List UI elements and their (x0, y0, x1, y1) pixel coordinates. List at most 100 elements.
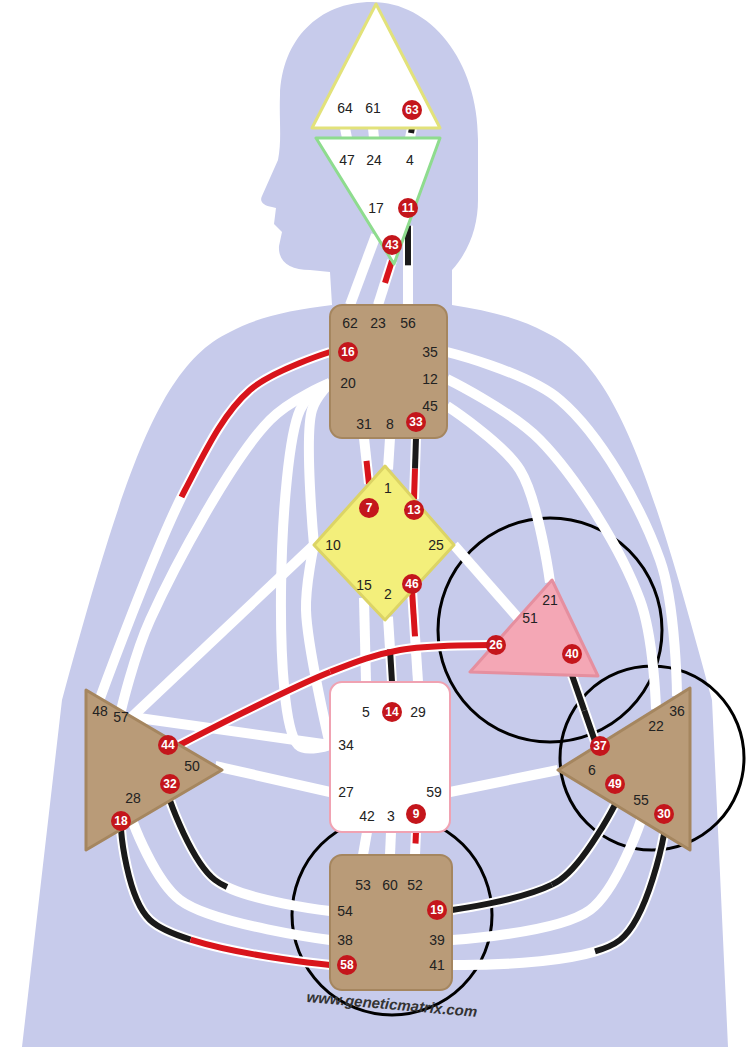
center-shape (330, 305, 447, 438)
channel (133, 822, 330, 940)
spleen-center: 48574450322818 (83, 687, 225, 853)
gate-number: 48 (92, 703, 108, 719)
gate-number: 64 (337, 100, 353, 116)
gate-number: 60 (382, 877, 398, 893)
channel (121, 829, 330, 965)
root-center: 536052541938395841 (327, 852, 455, 993)
gate-number: 43 (382, 235, 402, 255)
gate-number: 36 (669, 703, 685, 719)
gate-number: 47 (339, 152, 355, 168)
gate-number: 42 (359, 808, 375, 824)
gate-number: 15 (356, 577, 372, 593)
channel-activation (415, 832, 416, 855)
channel (364, 598, 366, 682)
g-center: 1713102515246 (311, 463, 457, 623)
channel-activation (378, 261, 392, 305)
gate-number: 12 (422, 371, 438, 387)
center-shape (558, 688, 690, 850)
gate-number: 31 (356, 416, 372, 432)
gate-number: 62 (342, 315, 358, 331)
gate-number: 32 (160, 774, 180, 794)
gate-number: 55 (633, 792, 649, 808)
gate-number: 49 (605, 774, 625, 794)
channel-activation (452, 805, 615, 910)
gate-number: 53 (355, 877, 371, 893)
gate-number: 54 (337, 903, 353, 919)
channel (447, 379, 656, 709)
gate-number: 29 (410, 704, 426, 720)
channel-activation (121, 829, 330, 965)
center-shape (314, 466, 454, 620)
channel (363, 832, 367, 855)
channel (572, 675, 597, 746)
gate-number: 25 (428, 537, 444, 553)
heart-center: 2151 26 40 (467, 577, 601, 679)
gate-number: 35 (422, 344, 438, 360)
center-shape (330, 855, 452, 990)
throat-center: 622356163520124531833 (327, 302, 450, 441)
center-shape (86, 690, 222, 850)
center-shape (316, 138, 440, 264)
channel-activation (414, 438, 416, 499)
channel (452, 820, 641, 940)
channel (215, 766, 330, 792)
sacral-center: 514293427594239 (327, 679, 453, 835)
channel-activation (452, 805, 615, 910)
gate-number: 63 (402, 100, 422, 120)
gate-number: 52 (407, 877, 423, 893)
gate-number: 21 (542, 592, 558, 608)
center-shape (312, 4, 440, 128)
gate-number: 40 (562, 644, 582, 664)
channel-activation (572, 675, 597, 746)
head-center: 64 61 63 (309, 1, 443, 131)
solar-plexus-center: 3622376495530 (555, 685, 693, 853)
center-shape (470, 580, 598, 676)
channel (378, 261, 392, 305)
gate-number: 9 (406, 804, 426, 824)
gate-number: 57 (113, 709, 129, 725)
gate-number: 38 (337, 932, 353, 948)
gate-number: 56 (400, 315, 416, 331)
gate-number: 45 (422, 398, 438, 414)
channel-activation (452, 834, 664, 965)
channel (452, 834, 664, 965)
gate-number: 13 (404, 500, 424, 520)
gate-number: 5 (362, 704, 370, 720)
channel-activation (121, 829, 330, 965)
channel (364, 438, 369, 484)
gate-number: 17 (368, 200, 384, 216)
gate-number: 46 (402, 574, 422, 594)
gate-number: 1 (384, 480, 392, 496)
gate-number: 28 (125, 790, 141, 806)
ajna-center: 47244171143 (313, 135, 443, 267)
gate-number: 11 (398, 198, 418, 218)
gate-number: 37 (590, 736, 610, 756)
gate-number: 2 (384, 586, 392, 602)
channel-activation (412, 591, 418, 682)
gate-number: 6 (588, 762, 596, 778)
gate-number: 22 (648, 718, 664, 734)
gate-number: 20 (340, 375, 356, 391)
gate-number: 19 (427, 900, 447, 920)
channel (390, 832, 391, 855)
gate-number: 16 (338, 342, 358, 362)
gate-number: 51 (522, 610, 538, 626)
channel (309, 383, 330, 545)
center-outline (467, 577, 601, 679)
gate-number: 44 (158, 735, 178, 755)
channel (412, 591, 418, 682)
channel (454, 545, 518, 618)
gate-number: 23 (370, 315, 386, 331)
gate-number: 3 (387, 808, 395, 824)
channel (350, 235, 376, 305)
gate-number: 61 (365, 100, 381, 116)
gate-number: 18 (111, 811, 131, 831)
channel-activation (414, 438, 416, 499)
gate-number: 27 (338, 784, 354, 800)
gate-number: 39 (429, 932, 445, 948)
center-shape (330, 682, 450, 832)
channel-activation (364, 438, 369, 484)
gate-number: 4 (406, 152, 414, 168)
gate-number: 26 (486, 635, 506, 655)
channel-activation (405, 226, 411, 305)
